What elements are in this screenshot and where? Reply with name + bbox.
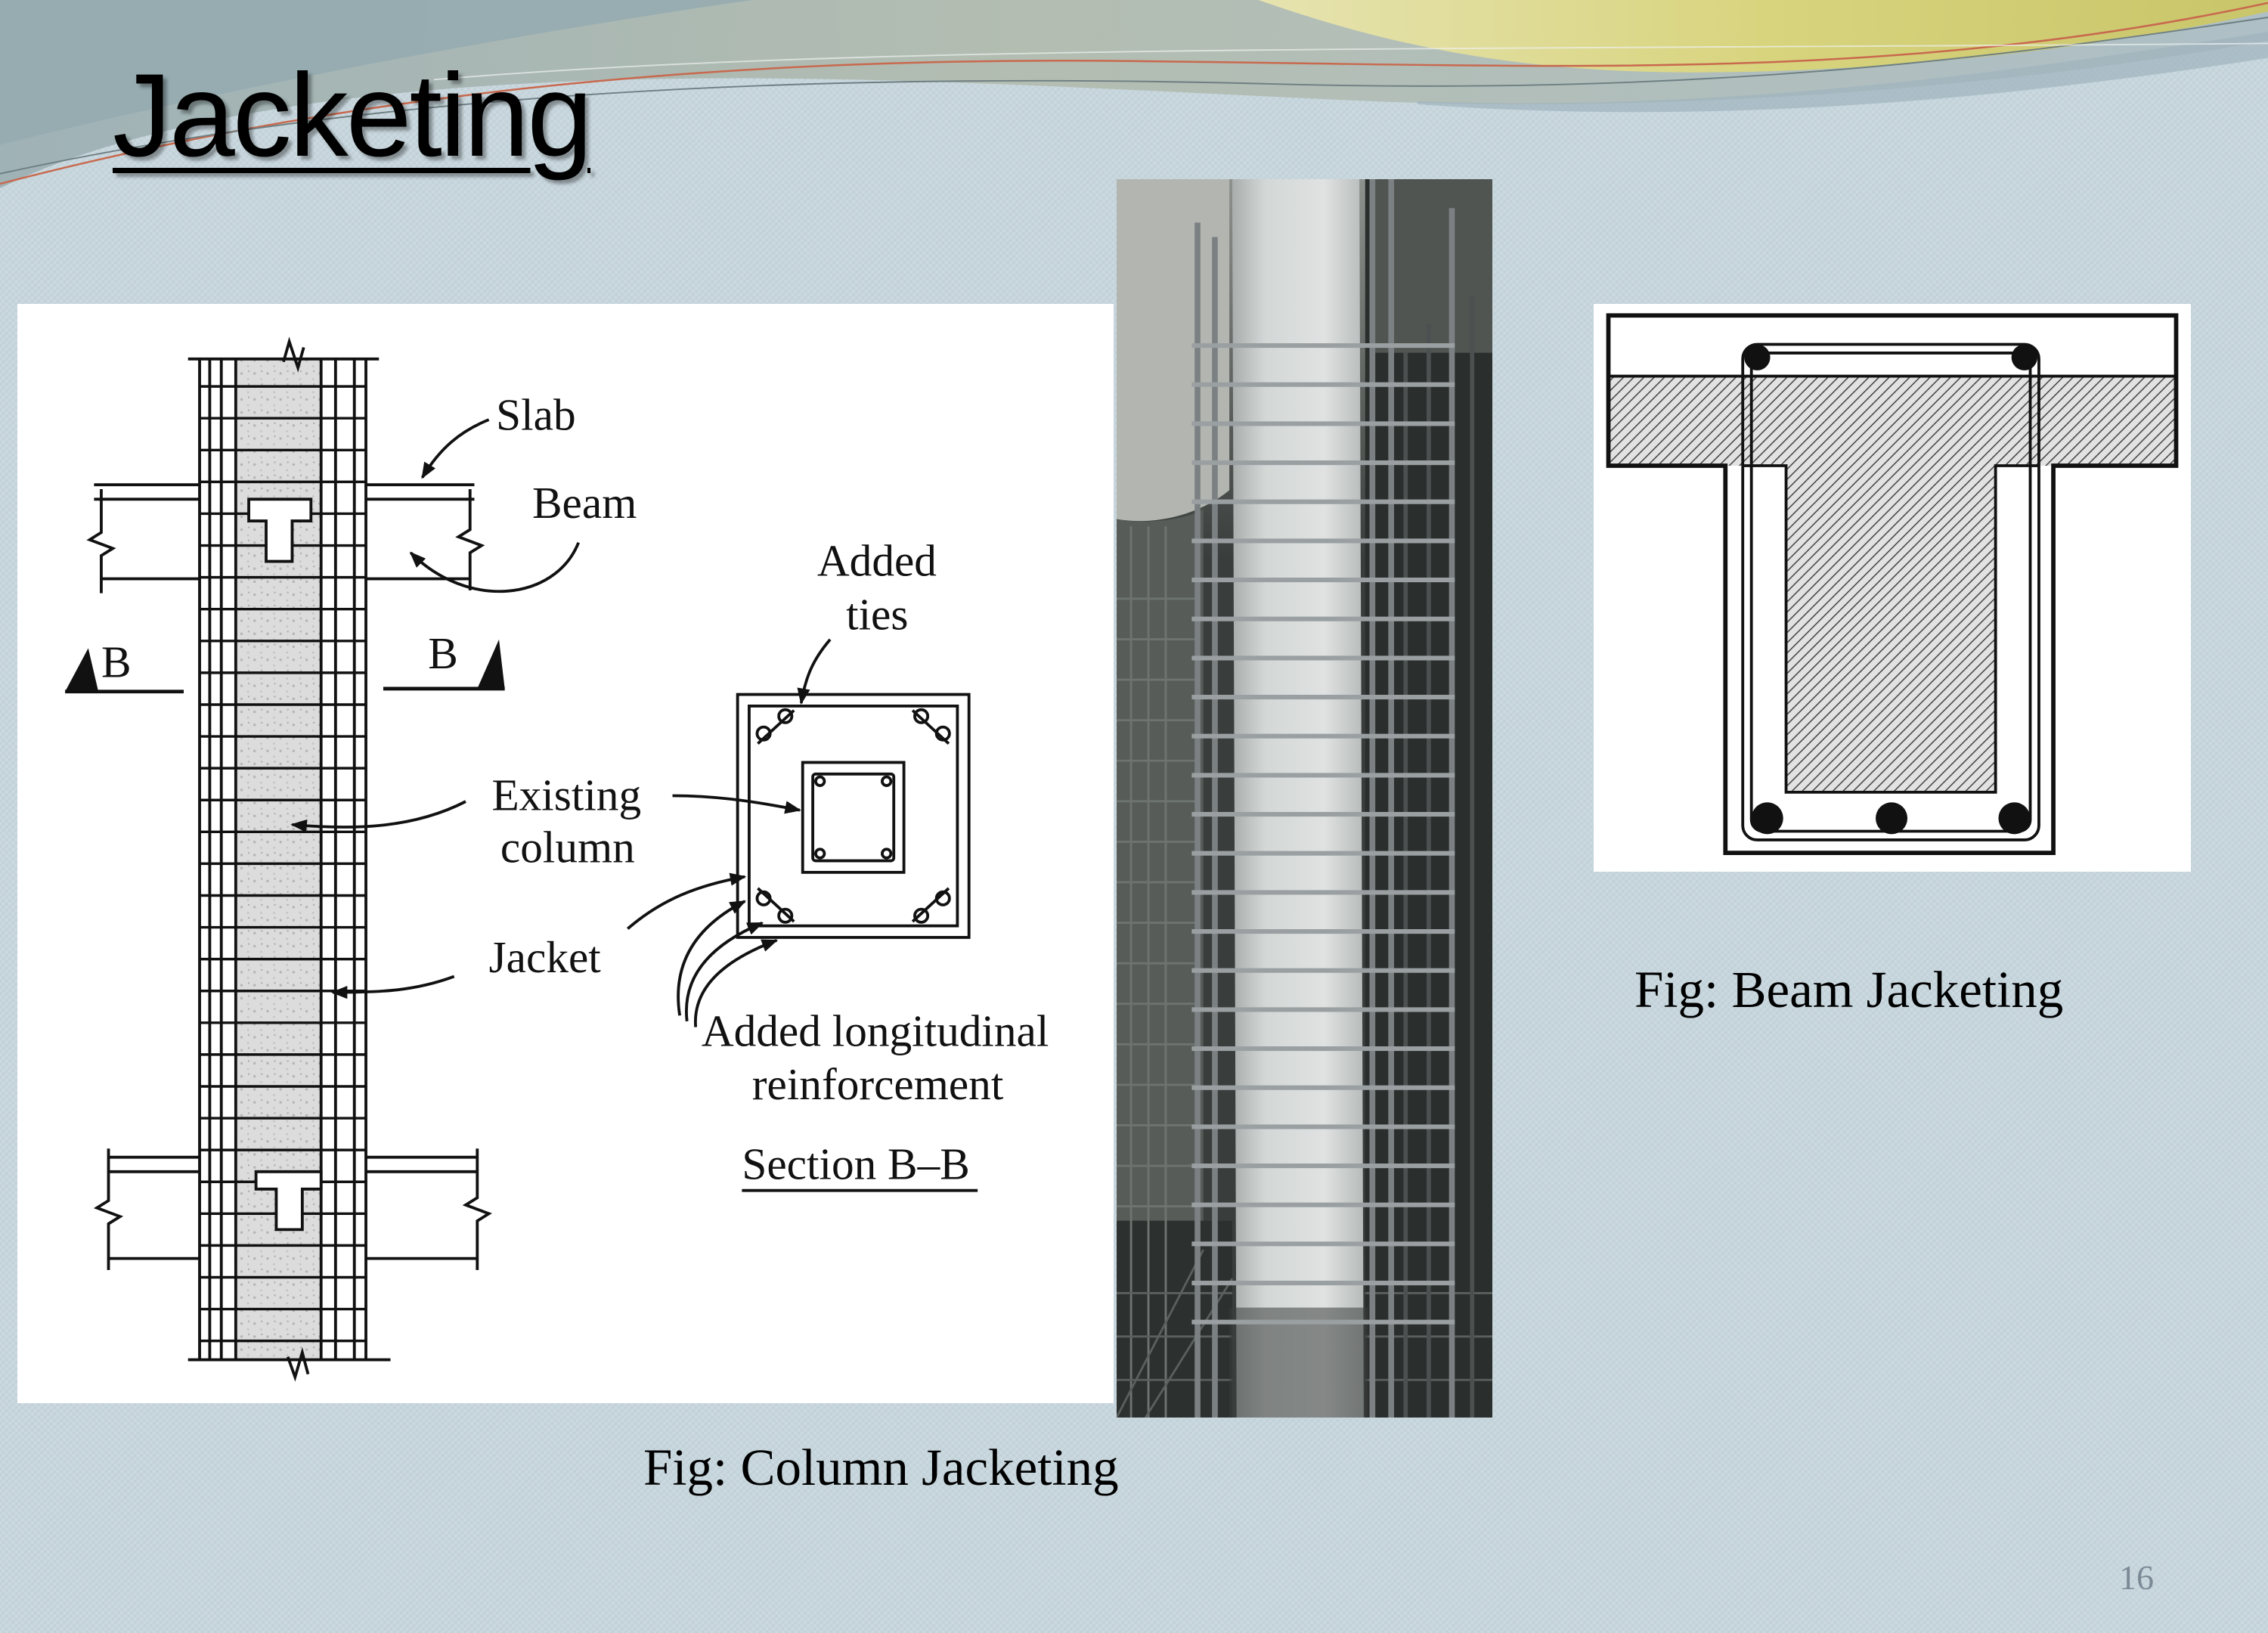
- label-added-longitudinal-line1: Added longitudinal: [702, 1006, 1049, 1055]
- existing-bar: [881, 847, 893, 860]
- photo-column-shadow: [1229, 1307, 1368, 1418]
- leader-jacket-elevation: [330, 975, 455, 999]
- page-number: 16: [2119, 1558, 2154, 1597]
- column-jacketing-photo-graphic: [1117, 179, 1492, 1418]
- column-jacketing-figure: B B Slab Beam Added ties Existing column…: [17, 304, 1114, 1403]
- top-bar: [2011, 344, 2038, 370]
- header-wave-decoration: [0, 0, 2268, 188]
- photo-left-concrete: [1117, 179, 1230, 522]
- existing-beam-web: [1786, 466, 1996, 792]
- existing-column-tie: [811, 772, 896, 863]
- slab-hatch: [1608, 376, 2177, 466]
- existing-bar: [814, 775, 826, 788]
- jacket-outline-inner: [748, 704, 959, 928]
- upper-slab-beam: [86, 483, 485, 593]
- column-elevation: [187, 336, 391, 1382]
- beam-jacketing-figure: [1594, 304, 2191, 872]
- section-marker-right: B: [383, 628, 505, 691]
- lower-beam-section: [254, 1170, 323, 1232]
- column-jacketing-photo: [1117, 179, 1492, 1418]
- label-existing-column-line1: Existing: [491, 770, 641, 820]
- upper-beam-section: [247, 497, 313, 563]
- section-marker-right-label: B: [428, 628, 458, 678]
- photo-left-grid: [1117, 526, 1198, 1418]
- column-vertical-bars: [198, 358, 367, 1360]
- wave-blue-band: [1418, 32, 2268, 113]
- jacket-and-slab-outline: [1606, 313, 2179, 856]
- existing-bar: [814, 847, 826, 860]
- column-jacketing-diagram: B B Slab Beam Added ties Existing column…: [65, 336, 1049, 1382]
- column-jacketing-caption: Fig: Column Jacketing: [643, 1439, 1119, 1496]
- beam-bars: [1744, 344, 2038, 835]
- photo-existing-column: [1232, 179, 1364, 1418]
- label-added-longitudinal-line2: reinforcement: [752, 1059, 1004, 1109]
- beam-jacketing-diagram: [1606, 313, 2179, 856]
- section-arrow-left: [65, 648, 99, 692]
- leader-jacket-section: [627, 872, 747, 930]
- jacket-stirrup-outer: [1741, 342, 2040, 841]
- added-bar: [913, 708, 930, 724]
- existing-column-section: [801, 761, 906, 874]
- column-bottom-break: [187, 1346, 391, 1382]
- wave-gray-line: [0, 17, 2268, 175]
- label-beam: Beam: [532, 478, 637, 528]
- added-corner-ties: [757, 709, 950, 923]
- upper-left-beam: [86, 483, 200, 593]
- added-bar: [913, 907, 930, 924]
- section-arrow-right: [477, 639, 505, 689]
- lower-slab-beam: [93, 1148, 492, 1270]
- lower-left-beam: [93, 1148, 200, 1270]
- beam-jacketing-caption: Fig: Beam Jacketing: [1634, 961, 2064, 1018]
- label-existing-column-line2: column: [500, 822, 635, 872]
- leader-longitudinal-1: [677, 900, 747, 1016]
- leader-longitudinal-3: [694, 938, 779, 1027]
- top-bar: [1744, 344, 1771, 370]
- leader-beam: [409, 542, 580, 593]
- section-marker-left: B: [65, 637, 184, 694]
- bottom-bar: [1998, 802, 2031, 835]
- section-b-b-drawing: [736, 693, 971, 939]
- existing-web-outline: [1743, 464, 2039, 794]
- wave-light-line: [433, 42, 2268, 81]
- lower-right-beam: [366, 1148, 492, 1270]
- existing-bar: [881, 775, 893, 788]
- photo-left-wall: [1117, 509, 1204, 1221]
- added-longitudinal-bars: [755, 708, 951, 924]
- slide-title: Jacketing: [113, 50, 593, 181]
- beam-outlines: [1606, 313, 2179, 856]
- wave-yellow: [1258, 0, 2268, 73]
- leader-arrows: [290, 418, 832, 1027]
- column-ties: [200, 385, 367, 1343]
- label-jacket: Jacket: [489, 932, 602, 982]
- bottom-bar: [1876, 802, 1908, 835]
- added-bar: [777, 708, 794, 724]
- jacket-outline-outer: [736, 693, 971, 939]
- bottom-bar: [1751, 802, 1783, 835]
- upper-right-beam: [366, 483, 485, 590]
- leader-longitudinal-2: [685, 922, 764, 1022]
- label-slab: Slab: [496, 390, 575, 440]
- column-top-break: [187, 336, 380, 373]
- existing-column-bars: [814, 775, 893, 860]
- label-section-title: Section B–B: [742, 1139, 969, 1188]
- photo-cage-ties: [1191, 342, 1455, 1325]
- wave-accent-line: [0, 2, 2268, 185]
- label-added-ties-line2: ties: [846, 589, 908, 639]
- section-marker-left-label: B: [101, 637, 132, 687]
- leader-slab: [420, 418, 490, 479]
- photo-right-bars: [1403, 295, 1475, 1418]
- photo-cage-vertical-bars: [1194, 179, 1455, 1418]
- label-added-ties-line1: Added: [817, 536, 937, 586]
- leader-existing-column-elevation: [290, 800, 466, 833]
- added-bar: [777, 907, 794, 924]
- wave-dark-corner: [0, 0, 752, 145]
- leader-existing-column-section: [672, 794, 802, 814]
